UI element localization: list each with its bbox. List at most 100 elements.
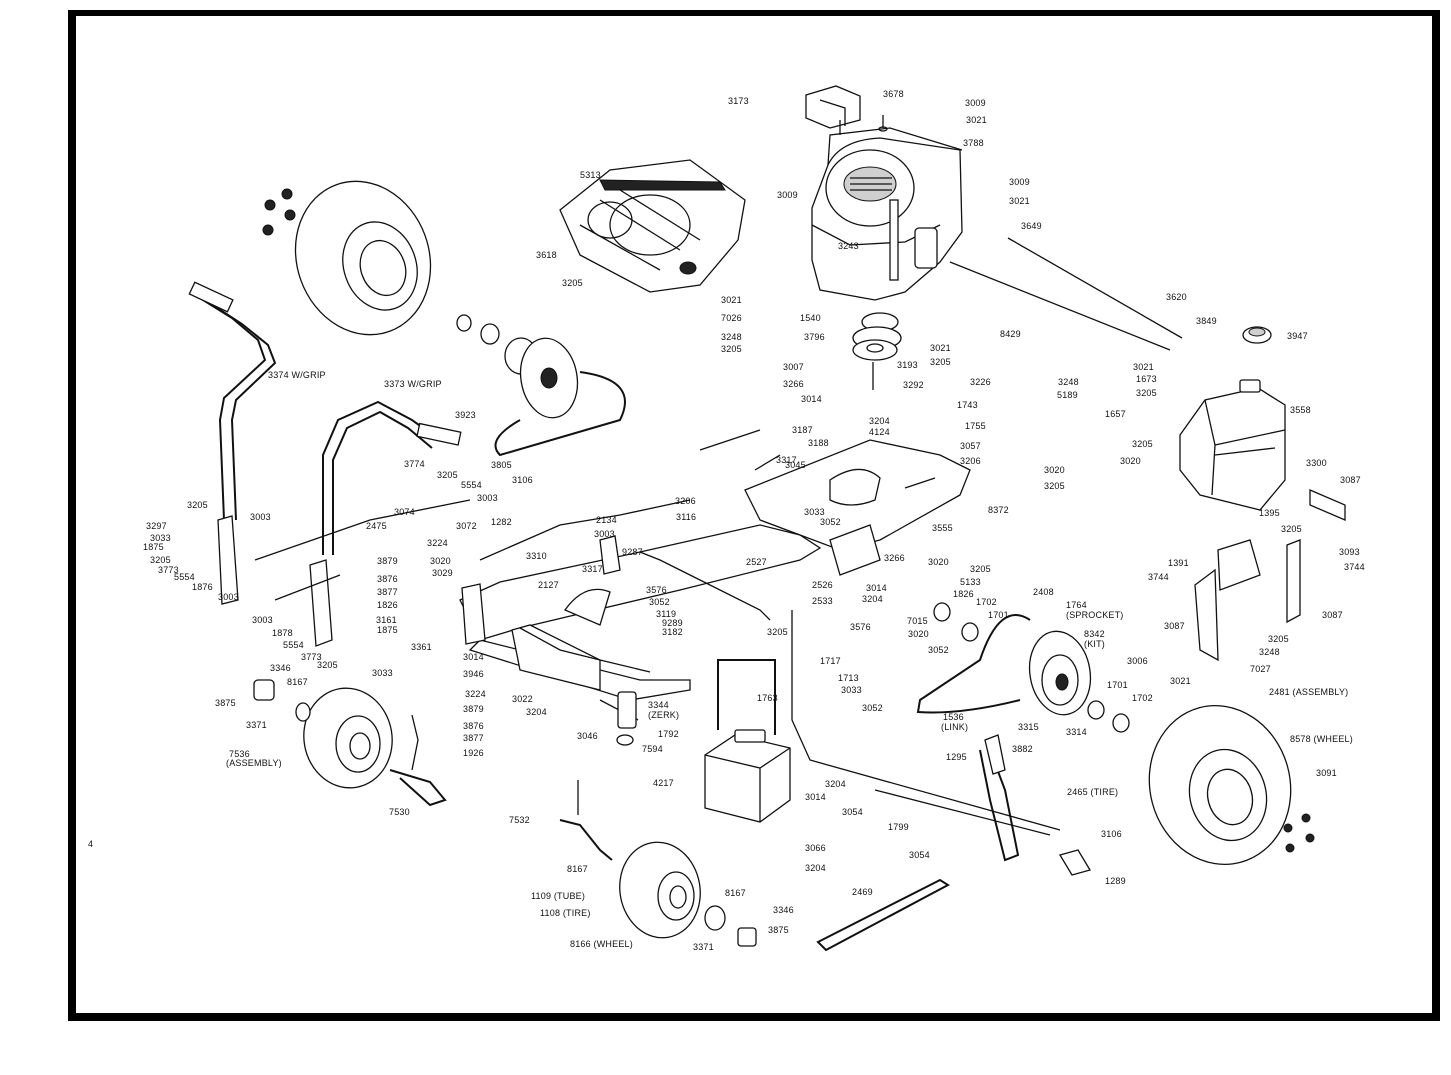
- part-callout: 3182: [662, 627, 683, 637]
- part-callout: (LINK): [941, 722, 968, 732]
- part-callout: 1713: [838, 673, 859, 683]
- part-callout: 3773: [301, 652, 322, 662]
- part-callout: 3317: [776, 455, 797, 465]
- part-callout: 3029: [432, 568, 453, 578]
- part-callout: 3052: [820, 517, 841, 527]
- rear-tire-right: [1148, 704, 1315, 866]
- part-callout: 3805: [491, 460, 512, 470]
- part-callout: 1826: [377, 600, 398, 610]
- part-callout: 3009: [1009, 177, 1030, 187]
- part-callout: 3205: [930, 357, 951, 367]
- part-callout: 3009: [777, 190, 798, 200]
- part-callout: 2469: [852, 887, 873, 897]
- battery-4217: [704, 659, 791, 823]
- part-callout: 3009: [965, 98, 986, 108]
- part-callout: 8372: [988, 505, 1009, 515]
- part-callout: 8167: [567, 864, 588, 874]
- part-callout: 3093: [1339, 547, 1360, 557]
- part-callout: 3161: [376, 615, 397, 625]
- part-callout: 3205: [767, 627, 788, 637]
- part-callout: 3947: [1287, 331, 1308, 341]
- part-callout: 3796: [804, 332, 825, 342]
- part-callout: 3788: [963, 138, 984, 148]
- part-callout: 3243: [838, 241, 859, 251]
- part-callout: 3297: [146, 521, 167, 531]
- part-callout: 3310: [526, 551, 547, 561]
- part-callout: 3020: [1044, 465, 1065, 475]
- part-callout: 7027: [1250, 664, 1271, 674]
- part-callout: 3020: [1120, 456, 1141, 466]
- part-callout: 3876: [377, 574, 398, 584]
- part-callout: 2475: [366, 521, 387, 531]
- part-callout: 3003: [252, 615, 273, 625]
- part-callout: 7594: [642, 744, 663, 754]
- part-callout: 1701: [1107, 680, 1128, 690]
- part-callout: 1282: [491, 517, 512, 527]
- part-callout: 3346: [270, 663, 291, 673]
- part-callout: 3248: [1058, 377, 1079, 387]
- part-callout: 3021: [1170, 676, 1191, 686]
- part-callout: 3205: [1132, 439, 1153, 449]
- part-callout: 3116: [676, 512, 696, 522]
- part-callout: (SPROCKET): [1066, 610, 1124, 620]
- part-callout: 3087: [1322, 610, 1343, 620]
- part-callout: 3205: [1044, 481, 1065, 491]
- part-callout: 2408: [1033, 587, 1054, 597]
- part-callout: 3315: [1018, 722, 1039, 732]
- part-callout: 3555: [932, 523, 953, 533]
- part-callout: 8342: [1084, 629, 1105, 639]
- part-callout: 7026: [721, 313, 742, 323]
- part-callout: 3021: [1133, 362, 1154, 372]
- rear-hub-sprocket: [456, 314, 626, 457]
- part-callout: 5133: [960, 577, 981, 587]
- part-callout: 3091: [1316, 768, 1337, 778]
- transmission-assembly: [559, 159, 746, 293]
- part-callout: 3072: [456, 521, 477, 531]
- part-callout: 3205: [437, 470, 458, 480]
- bracket-3678: [805, 85, 861, 129]
- part-callout: 3744: [1148, 572, 1169, 582]
- part-callout: 8167: [725, 888, 746, 898]
- part-callout: 3849: [1196, 316, 1217, 326]
- part-callout: 8166 (WHEEL): [570, 939, 633, 949]
- part-callout: 3057: [960, 441, 981, 451]
- part-callout: 3046: [577, 731, 598, 741]
- part-callout: 5554: [174, 572, 195, 582]
- part-callout: 3226: [970, 377, 991, 387]
- part-callout: 3875: [215, 698, 236, 708]
- part-callout: 3371: [246, 720, 267, 730]
- part-callout: 3033: [372, 668, 393, 678]
- part-callout: 1295: [946, 752, 967, 762]
- part-callout: 3266: [884, 553, 905, 563]
- upper-frame-8372: [744, 439, 971, 576]
- part-callout: 3248: [721, 332, 742, 342]
- part-callout: 3317: [582, 564, 603, 574]
- part-callout: 3033: [150, 533, 171, 543]
- part-callout: (ASSEMBLY): [226, 758, 282, 768]
- part-callout: 3248: [1259, 647, 1280, 657]
- part-callout: 3205: [1268, 634, 1289, 644]
- part-callout: 3206: [960, 456, 981, 466]
- part-callout: 3558: [1290, 405, 1311, 415]
- part-callout: 3054: [909, 850, 930, 860]
- part-callout: 9289: [662, 618, 683, 628]
- part-callout: 3021: [966, 115, 987, 125]
- part-callout: 3877: [377, 587, 398, 597]
- part-callout: 2481 (ASSEMBLY): [1269, 687, 1348, 697]
- part-callout: 1657: [1105, 409, 1126, 419]
- part-callout: 3003: [477, 493, 498, 503]
- shafts-rods: [479, 237, 1183, 836]
- part-callout: 3879: [463, 704, 484, 714]
- part-callout: 3033: [841, 685, 862, 695]
- pedal-pad-3882: [984, 734, 1006, 775]
- part-callout: 1764: [1066, 600, 1087, 610]
- part-callout: 3014: [801, 394, 822, 404]
- main-chassis: [459, 524, 822, 746]
- part-callout: 9287: [622, 547, 643, 557]
- linkage-1289: [1059, 849, 1091, 876]
- part-callout: 3006: [1127, 656, 1148, 666]
- part-callout: 3119: [656, 609, 676, 619]
- part-callout: 3074: [394, 507, 415, 517]
- part-callout: 8167: [287, 677, 308, 687]
